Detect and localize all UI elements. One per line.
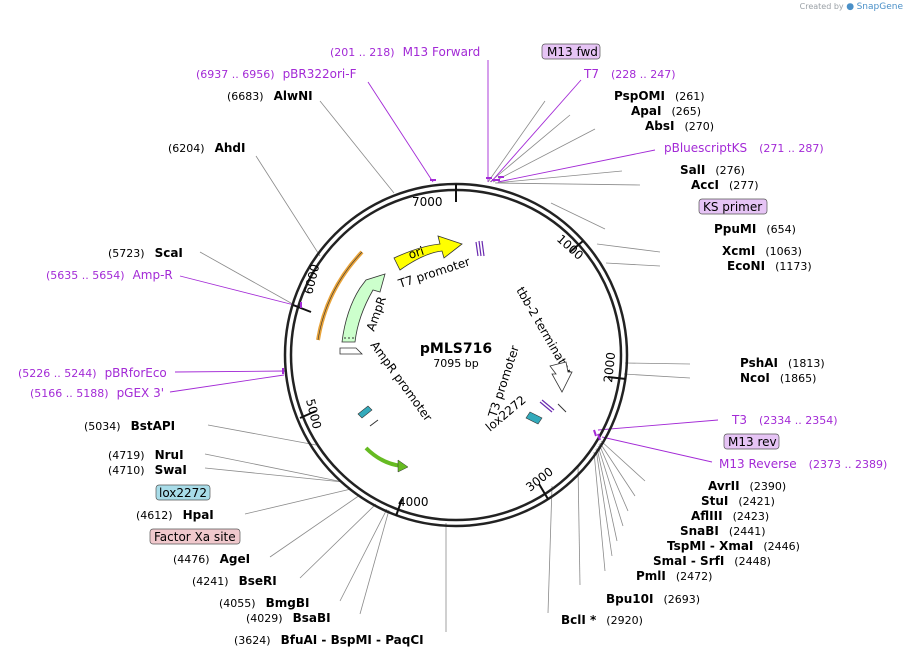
ori-arrow[interactable] bbox=[393, 235, 463, 271]
enzyme-alwni[interactable]: (6683)AlwNI bbox=[227, 89, 313, 103]
lox-right-mark bbox=[525, 411, 543, 425]
primer-t3[interactable]: T3(2334 .. 2354) bbox=[731, 413, 838, 427]
factor-xa-label: Factor Xa site bbox=[154, 530, 236, 544]
enzyme-agei[interactable]: (4476)AgeI bbox=[173, 552, 250, 566]
ori-label: ori bbox=[407, 244, 426, 262]
tbb2-terminator-arrow[interactable] bbox=[549, 361, 573, 393]
credit: Created by ● SnapGene bbox=[800, 2, 903, 12]
enzyme-apai[interactable]: ApaI(265) bbox=[631, 104, 701, 118]
primer-marks bbox=[282, 176, 601, 441]
m13-rev-box[interactable] bbox=[723, 433, 780, 450]
primer-pbluescriptks[interactable]: pBluescriptKS(271 .. 287) bbox=[664, 141, 824, 155]
snapgene-logo-icon: ● bbox=[846, 2, 855, 12]
enzyme-acci[interactable]: AccI(277) bbox=[691, 178, 759, 192]
primer-pbr322ori-f[interactable]: (6937 .. 6956)pBR322ori-F bbox=[196, 67, 357, 81]
primer-labels: (201 .. 218)M13 Forward (6937 .. 6956)pB… bbox=[18, 45, 887, 471]
tick-4000: 4000 bbox=[398, 495, 429, 509]
ampr-arrow[interactable] bbox=[341, 273, 386, 343]
credit-brand: SnapGene bbox=[856, 2, 903, 12]
enzyme-snabi[interactable]: SnaBI(2441) bbox=[680, 524, 765, 538]
enzyme-stui[interactable]: StuI(2421) bbox=[701, 494, 775, 508]
green-arc-arrow bbox=[364, 446, 403, 468]
m13-fwd-label: M13 fwd bbox=[547, 45, 598, 59]
enzyme-absi[interactable]: AbsI(270) bbox=[645, 119, 714, 133]
primer-pgex-3[interactable]: (5166 .. 5188)pGEX 3' bbox=[30, 386, 164, 400]
enzyme-ncoi[interactable]: NcoI(1865) bbox=[740, 371, 816, 385]
ampr-tail-icon bbox=[339, 347, 363, 355]
enzyme-bsabi[interactable]: (4029)BsaBI bbox=[246, 611, 331, 625]
enzyme-nrui[interactable]: (4719)NruI bbox=[108, 448, 184, 462]
t3-marks bbox=[539, 399, 555, 413]
enzyme-pmli[interactable]: PmlI(2472) bbox=[636, 569, 712, 583]
factor-xa-box[interactable] bbox=[149, 528, 241, 545]
enzyme-econi[interactable]: EcoNI(1173) bbox=[727, 259, 812, 273]
enzyme-ppumi[interactable]: PpuMI(654) bbox=[714, 222, 796, 236]
enzyme-avrii[interactable]: AvrII(2390) bbox=[708, 479, 786, 493]
ks-primer-box[interactable] bbox=[698, 198, 768, 215]
enzyme-bfuai-bspmi-paqci[interactable]: (3624)BfuAI - BspMI - PaqCI bbox=[234, 633, 424, 647]
enzyme-bmgbi[interactable]: (4055)BmgBI bbox=[219, 596, 309, 610]
tick-6000: 6000 bbox=[301, 263, 322, 296]
enzyme-bcli[interactable]: BclI *(2920) bbox=[561, 613, 643, 627]
enzyme-pspomi[interactable]: PspOMI(261) bbox=[614, 89, 705, 103]
orange-arc-outline bbox=[317, 251, 363, 341]
lox2272-box[interactable] bbox=[155, 484, 211, 501]
enzyme-swai[interactable]: (4710)SwaI bbox=[108, 463, 187, 477]
enzyme-xcmi[interactable]: XcmI(1063) bbox=[722, 244, 802, 258]
primer-amp-r[interactable]: (5635 .. 5654)Amp-R bbox=[46, 268, 173, 282]
primer-pbrforeco[interactable]: (5226 .. 5244)pBRforEco bbox=[18, 366, 167, 380]
plasmid-name: pMLS716 bbox=[420, 341, 492, 357]
enzyme-aflIII[interactable]: AflIII(2423) bbox=[691, 509, 769, 523]
enzyme-sali[interactable]: SalI(276) bbox=[680, 163, 745, 177]
tick-marks bbox=[292, 184, 627, 517]
primer-t7[interactable]: T7(228 .. 247) bbox=[583, 67, 676, 81]
m13-rev-label: M13 rev bbox=[728, 435, 777, 449]
primer-m13-forward[interactable]: (201 .. 218)M13 Forward bbox=[330, 45, 480, 59]
enzyme-scai[interactable]: (5723)ScaI bbox=[108, 246, 183, 260]
enzyme-ahdi[interactable]: (6204)AhdI bbox=[168, 141, 245, 155]
lox-left-line bbox=[369, 419, 379, 427]
leader-lines bbox=[199, 100, 691, 632]
enzyme-smai-srfi[interactable]: SmaI - SrfI(2448) bbox=[653, 554, 771, 568]
enzyme-tspmi-xmai[interactable]: TspMI - XmaI(2446) bbox=[667, 539, 800, 553]
m13-fwd-box[interactable] bbox=[541, 43, 601, 60]
credit-text: Created by bbox=[799, 2, 844, 11]
enzyme-labels-left: (3624)BfuAI - BspMI - PaqCI (4029)BsaBI … bbox=[84, 89, 424, 647]
enzyme-bseri[interactable]: (4241)BseRI bbox=[192, 574, 277, 588]
enzyme-bpu10i[interactable]: Bpu10I(2693) bbox=[606, 592, 700, 606]
enzyme-hpai[interactable]: (4612)HpaI bbox=[136, 508, 214, 522]
enzyme-bstapi[interactable]: (5034)BstAPI bbox=[84, 419, 175, 433]
green-arrowhead-icon bbox=[397, 459, 409, 473]
primer-m13-reverse[interactable]: M13 Reverse(2373 .. 2389) bbox=[719, 457, 887, 471]
lox-right-line bbox=[557, 403, 567, 413]
tick-7000: 7000 bbox=[412, 195, 443, 209]
t7-promoter-marks bbox=[475, 240, 485, 257]
ks-primer-label: KS primer bbox=[703, 200, 762, 214]
tick-2000: 2000 bbox=[601, 351, 618, 383]
enzyme-pshai[interactable]: PshAI(1813) bbox=[740, 356, 825, 370]
plasmid-size: 7095 bp bbox=[433, 357, 478, 370]
lox-left-mark bbox=[357, 405, 373, 419]
enzyme-labels-right: PspOMI(261) ApaI(265) AbsI(270) SalI(276… bbox=[561, 89, 825, 627]
lox2272-box-label: lox2272 bbox=[159, 486, 207, 500]
primer-leaders bbox=[169, 60, 719, 463]
